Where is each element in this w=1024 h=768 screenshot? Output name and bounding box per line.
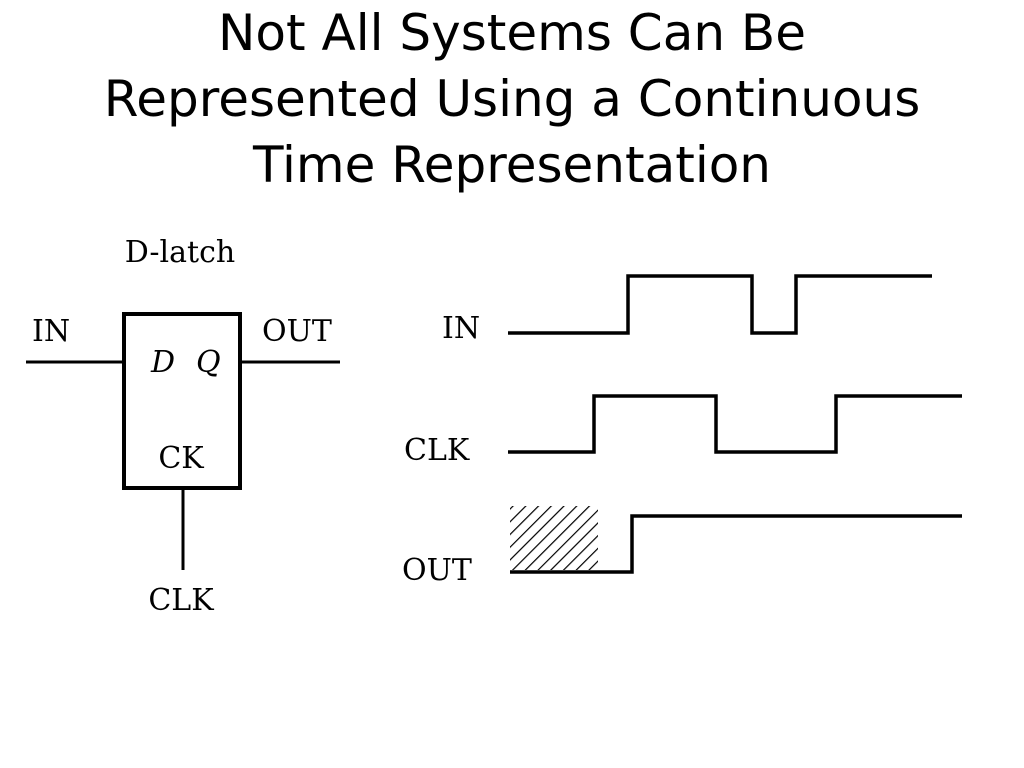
latch-clock-label: CLK [148,583,214,618]
q-pin-label: Q [196,345,221,380]
latch-caption: D-latch [125,235,235,270]
out-undefined-hatch [510,506,598,570]
title-line-2: Represented Using a Continuous [103,70,921,128]
d-pin-label: D [150,345,175,380]
latch-input-label: IN [32,314,70,349]
out-waveform [510,514,962,574]
latch-output-label: OUT [262,314,332,349]
title-line-3: Time Representation [253,136,771,194]
latch-box [122,312,242,490]
ck-pin-label: CK [158,441,204,476]
d-latch-diagram: D-latch IN D Q CK OUT CLK [26,235,340,618]
timing-label-clk: CLK [404,433,470,468]
timing-label-in: IN [442,311,480,346]
in-waveform [508,274,932,335]
clk-waveform [508,394,962,454]
timing-diagram: IN CLK OUT [402,274,962,588]
title-line-1: Not All Systems Can Be [218,4,806,62]
slide-title: Not All Systems Can Be Represented Using… [0,0,1024,198]
timing-label-out: OUT [402,553,472,588]
